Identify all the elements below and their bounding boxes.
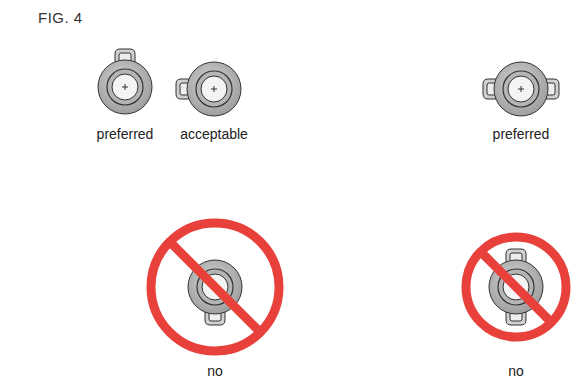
option-label: acceptable bbox=[180, 126, 248, 142]
option-label: preferred bbox=[97, 126, 154, 142]
option-label: no bbox=[207, 363, 223, 379]
prohibition-sign bbox=[466, 237, 566, 337]
prohibition-sign bbox=[151, 223, 279, 351]
connector-icon bbox=[176, 62, 241, 116]
option-label: preferred bbox=[493, 126, 550, 142]
connector-icon bbox=[483, 62, 559, 116]
option-label: no bbox=[508, 363, 524, 379]
connector-icon bbox=[98, 49, 152, 114]
figure-title: FIG. 4 bbox=[38, 10, 83, 26]
